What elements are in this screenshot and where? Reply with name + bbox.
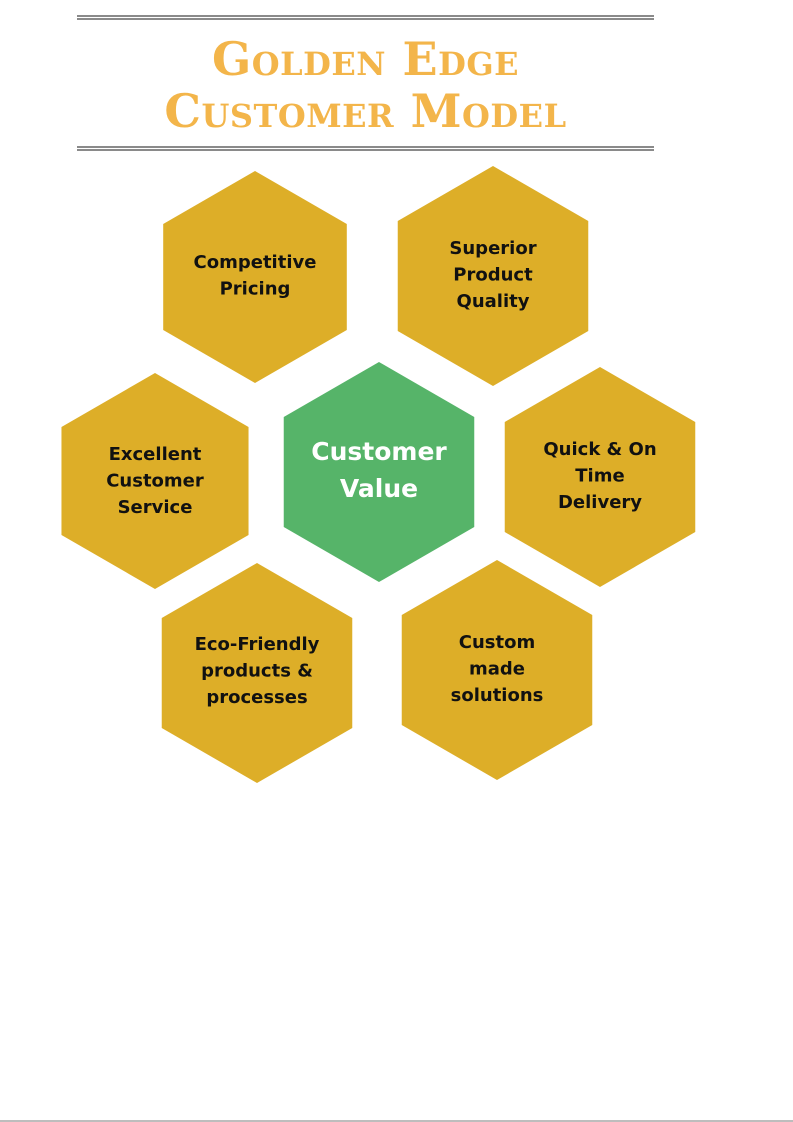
hexagon-custom-made-solutions-label-line: made [469,659,525,680]
hexagon-customer-value-label-line: Customer [311,437,447,466]
hexagon-eco-friendly-products-processes: Eco-Friendly products & processes [161,563,353,783]
hexagon-excellent-customer-service-label-line: Excellent [109,444,202,465]
hexagon-excellent-customer-service-label-line: Customer [106,471,204,492]
hexagon-competitive-pricing-label-line: Pricing [220,279,291,300]
hexagon-eco-friendly-products-processes-label-line: products & [201,661,313,682]
hexagon-superior-product-quality-label-line: Quality [457,291,530,312]
hexagon-superior-product-quality-label-line: Product [453,265,533,286]
hexagon-customer-value-shape [283,362,475,582]
hexagon-competitive-pricing-shape [163,171,347,383]
title-line-2: Customer Model [164,84,567,138]
hexagon-quick-on-time-delivery-label-line: Time [575,466,624,487]
title-bottom-rule [77,146,654,151]
hexagon-eco-friendly-products-processes-label-line: Eco-Friendly [195,634,320,655]
title-top-rule [77,15,654,20]
hexagon-custom-made-solutions-label-line: solutions [451,685,544,706]
hexagon-competitive-pricing-label-line: Competitive [194,252,317,273]
hexagon-eco-friendly-products-processes-shape [161,563,353,783]
hexagon-custom-made-solutions: Custom made solutions [401,560,593,780]
hexagon-superior-product-quality-label-line: Superior [449,238,536,259]
hexagon-customer-value-label-line: Value [340,474,418,503]
hexagon-excellent-customer-service-shape [61,373,249,589]
hexagon-custom-made-solutions-shape [401,560,593,780]
hexagon-quick-on-time-delivery-label-line: Quick & On [543,439,656,460]
page-bottom-border [0,1120,793,1122]
hexagon-superior-product-quality-shape [397,166,589,386]
hexagon-excellent-customer-service-label-line: Service [118,497,193,518]
hexagon-eco-friendly-products-processes-label-line: processes [206,687,307,708]
title-line-1: Golden Edge [211,32,520,86]
hexagon-custom-made-solutions-label-line: Custom [459,632,535,653]
hexagon-quick-on-time-delivery-shape [504,367,696,587]
hexagon-quick-on-time-delivery-label-line: Delivery [558,492,642,513]
